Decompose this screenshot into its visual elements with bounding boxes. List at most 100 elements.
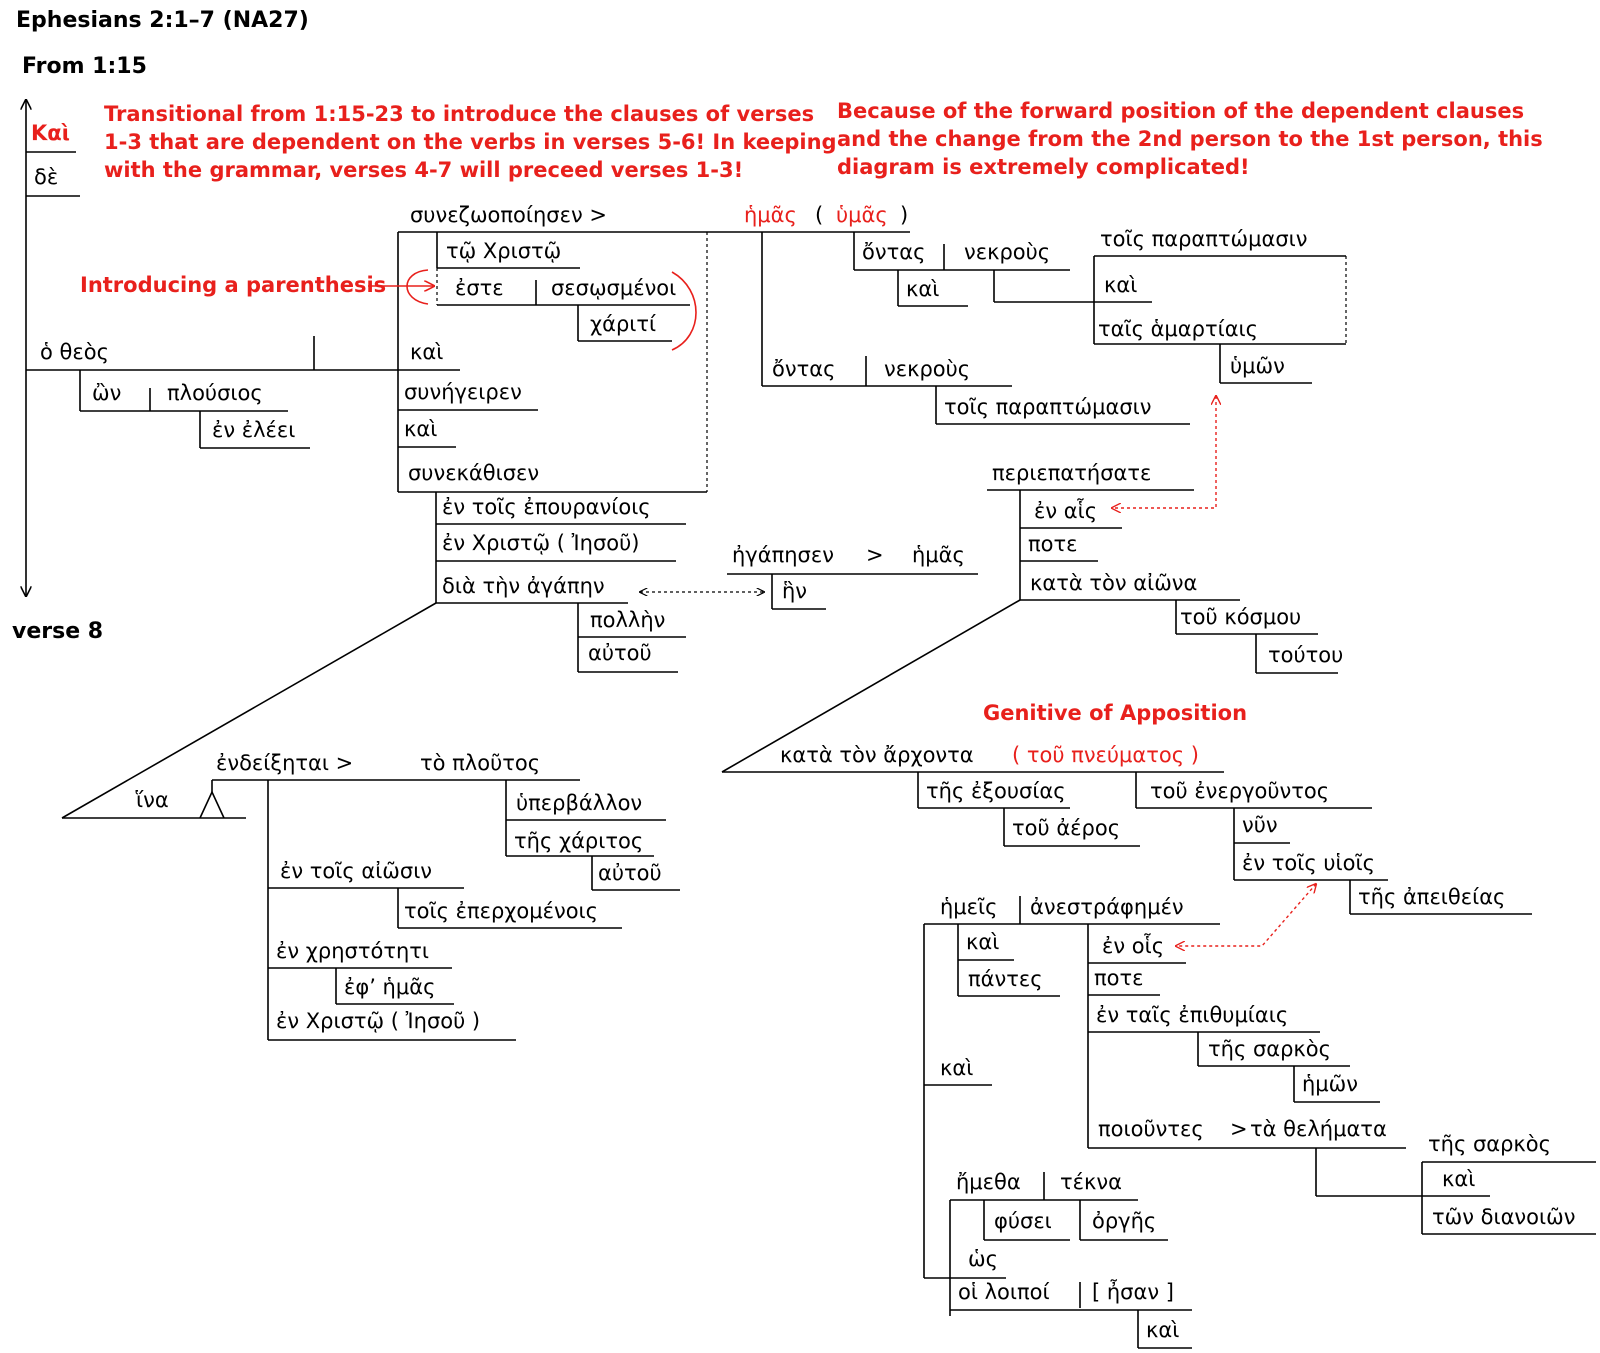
gt-1: > xyxy=(866,543,884,567)
word-en-epouraniois: ἐν τοῖς ἐπουρανίοις xyxy=(442,495,651,519)
word-synekathisen: συνεκάθισεν xyxy=(408,461,539,485)
word-kai-5: καὶ xyxy=(966,930,999,954)
diagram-title: Ephesians 2:1–7 (NA27) xyxy=(16,8,309,33)
word-tou-kosmou: τοῦ κόσμου xyxy=(1180,605,1301,629)
word-en-huiois: ἐν τοῖς υἱοῖς xyxy=(1242,851,1375,875)
word-en-epithymiais: ἐν ταῖς ἐπιθυμίαις xyxy=(1096,1003,1288,1027)
word-hymas: ὑμᾶς xyxy=(836,203,888,227)
word-hemon: ἡμῶν xyxy=(1302,1072,1358,1096)
note-forward-line-2: and the change from the 2nd person to th… xyxy=(837,127,1543,151)
relative-clause-en-hais: περιεπατήσατε ἐν αἷς ποτε κατὰ τὸν αἰῶνα… xyxy=(987,396,1343,674)
word-toutou: τούτου xyxy=(1268,643,1343,667)
word-ta-thelemata: τὰ θελήματα xyxy=(1250,1117,1387,1141)
word-hina: ἵνα xyxy=(135,788,169,812)
word-nekrous-1: νεκροὺς xyxy=(964,240,1050,264)
word-chariti: χάριτί xyxy=(590,312,656,336)
word-kai-8: καὶ xyxy=(1146,1318,1179,1342)
word-kai-2: καὶ xyxy=(404,417,437,441)
word-physei: φύσει xyxy=(994,1209,1052,1233)
note-transitional-line-2: 1-3 that are dependent on the verbs in v… xyxy=(104,130,837,154)
word-theos: ὁ θεὸς xyxy=(40,340,109,364)
word-pote-1: ποτε xyxy=(1028,532,1078,556)
word-sesosmenoi: σεσῳσμένοι xyxy=(551,276,676,300)
word-en-christo-iesou-2: ἐν Χριστῷ ( Ἰησοῦ ) xyxy=(276,1009,480,1033)
word-hyperballon: ὑπερβάλλον xyxy=(516,791,642,815)
note-transitional-line-1: Transitional from 1:15-23 to introduce t… xyxy=(104,102,814,126)
word-kai-intro: Καὶ xyxy=(31,121,70,145)
word-hos: ὡς xyxy=(968,1247,998,1271)
word-tekna: τέκνα xyxy=(1060,1170,1122,1194)
note-apposition: Genitive of Apposition xyxy=(983,701,1247,725)
word-pollen: πολλὴν xyxy=(590,608,665,632)
participle-ontas-upper: ὄντας νεκροὺς καὶ τοῖς παραπτώμασιν καὶ … xyxy=(853,227,1347,384)
word-tois-paraptomasin-1: τοῖς παραπτώμασιν xyxy=(1100,227,1307,251)
word-tou-pneumatos: ( τοῦ πνεύματος ) xyxy=(1012,743,1199,767)
from-label: From 1:15 xyxy=(22,54,147,79)
word-ton-dianoion: τῶν διανοιῶν xyxy=(1432,1205,1575,1229)
word-kai-4: καὶ xyxy=(1104,273,1137,297)
word-esan: [ ἦσαν ] xyxy=(1092,1278,1174,1304)
word-hemetha: ἤμεθα xyxy=(956,1170,1021,1194)
note-forward-line-3: diagram is extremely complicated! xyxy=(837,155,1250,179)
word-nyn: νῦν xyxy=(1242,813,1278,837)
word-kai-1: καὶ xyxy=(410,340,443,364)
note-transitional-line-3: with the grammar, verses 4-7 will precee… xyxy=(104,158,743,182)
word-pantes: πάντες xyxy=(968,967,1043,991)
word-tes-exousias: τῆς ἐξουσίας xyxy=(926,779,1066,803)
relative-clause-hen: ἠγάπησεν > ἡμᾶς ἣν xyxy=(640,543,978,610)
word-hoi-loipoi: οἱ λοιποί xyxy=(958,1280,1050,1304)
clause-hemetha-tekna: ἤμεθα τέκνα φύσει ὀργῆς ὡς οἱ λοιποί [ ἦ… xyxy=(924,1170,1192,1349)
word-hemas-2: ἡμᾶς xyxy=(912,543,965,567)
word-tes-apeitheias: τῆς ἀπειθείας xyxy=(1358,885,1505,909)
word-periepatesate: περιεπατήσατε xyxy=(992,461,1151,485)
paren-close: ) xyxy=(900,203,908,227)
main-clause: ὁ θεὸς ὢν πλούσιος ἐν ἐλέει συνεζωοποίησ… xyxy=(26,203,910,673)
word-ontas-2: ὄντας xyxy=(772,357,835,381)
word-tes-sarkos-2: τῆς σαρκὸς xyxy=(1428,1132,1551,1156)
word-este: ἐστε xyxy=(455,276,504,300)
word-tois-paraptomasin-2: τοῖς παραπτώμασιν xyxy=(944,395,1151,419)
word-kata-aiona: κατὰ τὸν αἰῶνα xyxy=(1030,571,1197,595)
word-hemeis: ἡμεῖς xyxy=(940,895,997,919)
word-poiountes: ποιοῦντες xyxy=(1098,1117,1204,1141)
word-en-hais: ἐν αἷς xyxy=(1034,497,1097,523)
note-parenthesis: Introducing a parenthesis xyxy=(80,273,386,297)
word-pote-2: ποτε xyxy=(1094,966,1144,990)
word-en-hois: ἐν οἷς xyxy=(1102,932,1164,958)
word-hymon: ὑμῶν xyxy=(1230,354,1285,378)
word-synezoopoiesen: συνεζωοποίησεν > xyxy=(410,203,607,227)
word-autou-2: αὐτοῦ xyxy=(598,861,662,885)
paren-open: ( xyxy=(815,203,823,227)
to-label: verse 8 xyxy=(12,619,103,644)
phrase-kata-archonta: κατὰ τὸν ἄρχοντα ( τοῦ πνεύματος ) τῆς ἐ… xyxy=(721,599,1532,915)
word-tes-charitos: τῆς χάριτος xyxy=(514,829,643,853)
word-en-aiosin: ἐν τοῖς αἰῶσιν xyxy=(280,859,432,883)
word-kai-3: καὶ xyxy=(906,277,939,301)
word-kata-archonta: κατὰ τὸν ἄρχοντα xyxy=(780,743,974,767)
word-on: ὢν xyxy=(92,381,121,405)
word-hemas-main: ἡμᾶς xyxy=(744,203,797,227)
word-en-chrestoteti: ἐν χρηστότητι xyxy=(276,939,429,963)
word-plousios: πλούσιος xyxy=(167,381,263,405)
word-tou-energountos: τοῦ ἐνεργοῦντος xyxy=(1150,779,1329,803)
word-eph-hemas: ἐφ’ ἡμᾶς xyxy=(344,975,435,999)
word-en-christo-iesou: ἐν Χριστῷ ( Ἰησοῦ) xyxy=(442,531,639,555)
word-to-christo: τῷ Χριστῷ xyxy=(446,239,561,263)
word-hen: ἣν xyxy=(782,579,807,603)
word-autou-1: αὐτοῦ xyxy=(588,641,652,665)
word-endeixetai: ἐνδείξηται > xyxy=(216,751,353,775)
parenthesis-marker xyxy=(368,269,697,351)
word-tais-hamartiais: ταῖς ἁμαρτίαις xyxy=(1098,317,1258,341)
word-kai-6: καὶ xyxy=(1442,1167,1475,1191)
word-kai-7: καὶ xyxy=(940,1056,973,1080)
relative-clause-en-hois: ἡμεῖς ἀνεστράφημέν καὶ πάντες ἐν οἷς ποτ… xyxy=(923,884,1596,1278)
word-tou-aeros: τοῦ ἀέρος xyxy=(1012,816,1120,840)
word-nekrous-2: νεκροὺς xyxy=(884,357,970,381)
word-de: δὲ xyxy=(34,165,58,189)
word-en-eleei: ἐν ἐλέει xyxy=(212,418,295,442)
word-tes-sarkos-1: τῆς σαρκὸς xyxy=(1208,1037,1331,1061)
word-synegeiren: συνήγειρεν xyxy=(404,380,522,404)
purpose-clause-hina: ἵνα ἐνδείξηται > τὸ πλοῦτος ὑπερβάλλον τ… xyxy=(61,602,680,1041)
word-orges: ὀργῆς xyxy=(1092,1209,1156,1233)
